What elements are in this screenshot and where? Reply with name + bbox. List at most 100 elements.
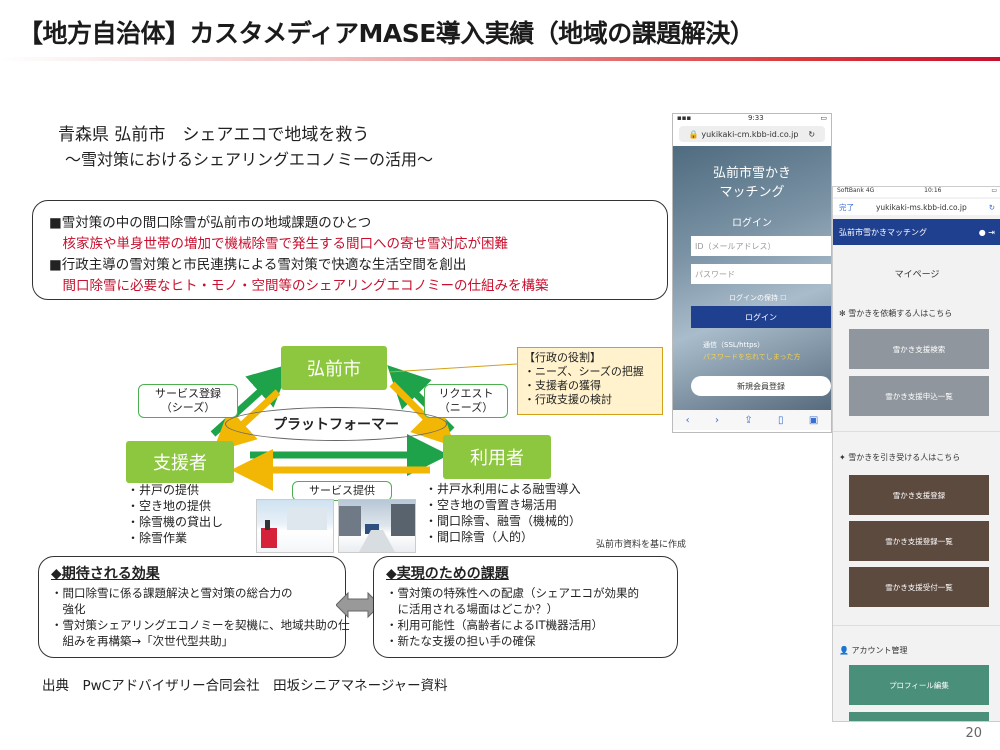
list-item: ・間口除雪（人的） [425,530,534,544]
challenge-line: ・利用可能性（高齢者によるIT機器活用） [386,618,604,632]
profile-edit-button[interactable]: プロフィール編集 [849,665,989,705]
page-title: 【地方自治体】カスタメディアMASE導入実績（地域の課題解決） [18,19,755,48]
back-icon[interactable]: ‹ [685,414,690,426]
phone-mypage-screenshot: SoftBank 4G 10:16 ▭ 完了 yukikaki-ms.kbb-i… [832,186,1000,722]
section-request: ✻ 雪かきを依頼する人はこちら [839,309,953,318]
share-icon[interactable]: ⇪ [744,414,753,426]
admin-role-title: 【行政の役割】 [524,351,601,364]
admin-role-item: ・行政支援の検討 [524,393,612,406]
mypage-heading: マイページ [894,270,940,280]
user-list: ・井戸水利用による融雪導入 ・空き地の雪置き場活用 ・間口除雪、融雪（機械的） … [425,481,581,545]
label-service-provision: サービス提供 [292,481,392,501]
list-item: ・空き地の雪置き場活用 [425,498,558,512]
double-arrow-icon [336,591,380,619]
snow-support-register-button[interactable]: 雪かき支援登録 [849,475,989,515]
reload-icon[interactable]: ↻ [808,129,816,139]
url-bar[interactable]: 🔒 yukikaki-cm.kbb-id.co.jp ↻ [679,126,825,142]
title-underline [0,57,1000,61]
issue-box: ■雪対策の中の間口除雪が弘前市の地域課題のひとつ 核家族や単身世帯の増加で機械除… [32,200,668,300]
challenge-line: ・新たな支援の担い手の確保 [386,634,536,648]
relationship-arrows [210,363,518,491]
app-name: 弘前市雪かき マッチング [712,166,791,200]
challenge-line: に活用される場面はどこか？） [386,602,559,616]
expected-effects-title: ◆期待される効果 [51,566,160,582]
admin-role-item: ・ニーズ、シーズの把握 [524,365,644,378]
lock-icon: 🔒 [688,129,702,139]
tabs-icon[interactable]: ▣ [808,414,819,426]
battery-icon: ▭ [820,114,827,122]
forgot-password-link[interactable]: パスワードを忘れてしまった方 [703,353,801,361]
node-city: 弘前市 [281,346,387,390]
expected-effects-box: ◆期待される効果 ・間口除雪に係る課題解決と雪対策の総合力の 強化 ・雪対策シェ… [38,556,350,658]
effect-line: ・間口除雪に係る課題解決と雪対策の総合力の [51,586,293,600]
browser-toolbar: ‹ › ⇪ ▯ ▣ [673,410,831,430]
supporter-list: ・井戸の提供 ・空き地の提供 ・除雪機の貸出し ・除雪作業 [127,482,223,546]
signal-icon: ▪▪▪ [677,114,692,122]
label-request: リクエスト （ニーズ） [424,384,508,418]
carrier: SoftBank 4G [837,187,875,194]
admin-role-item: ・支援者の獲得 [524,379,601,392]
id-input[interactable]: ID（メールアドレス） [691,236,831,256]
effect-line: ・雪対策シェアリングエコノミーを契機に、地域共助の仕 [51,618,350,632]
snow-support-request-list-button[interactable]: 雪かき支援申込一覧 [849,376,989,416]
login-button[interactable]: ログイン [691,306,831,328]
snow-support-registered-list-button[interactable]: 雪かき支援登録一覧 [849,521,989,561]
logout-icon[interactable]: ⇥ [988,227,995,237]
battery-icon: ▭ [991,187,997,194]
status-time: 9:33 [747,114,764,122]
keep-login-checkbox[interactable]: ログインの保持 ☐ [729,294,787,302]
status-bar: ▪▪▪ 9:33 ▭ [673,114,831,124]
status-bar: SoftBank 4G 10:16 ▭ [833,187,1000,197]
login-heading: ログイン [732,218,772,229]
done-button[interactable]: 完了 [839,202,854,212]
node-user: 利用者 [443,435,551,479]
section-account: 👤 アカウント管理 [839,646,908,655]
challenge-line: ・雪対策の特殊性への配慮（シェアエコが効果的 [386,586,639,600]
list-item: ・井戸水利用による融雪導入 [425,482,581,496]
user-icon[interactable]: ● [978,227,986,237]
next-button-partial[interactable] [849,712,989,721]
gear-icon: ✻ [839,309,846,318]
list-item: ・除雪機の貸出し [127,515,224,529]
platform-ellipse: プラットフォーマー [225,407,447,441]
source-credit: 出典 PwCアドバイザリー合同会社 田坂シニアマネージャー資料 [42,678,448,694]
diagram-source-note: 弘前市資料を基に作成 [596,540,687,550]
app-header: 弘前市雪かきマッチング ● ⇥ [833,219,1000,245]
issue-line: 間口除雪に必要なヒト・モノ・空間等のシェアリングエコノミーの仕組みを構築 [49,278,549,294]
street-photo [338,499,416,553]
node-supporter: 支援者 [126,441,234,483]
status-time: 10:16 [924,187,942,194]
issue-line: 核家族や単身世帯の増加で機械除雪で発生する間口への寄せ雪対応が困難 [49,236,508,252]
snow-support-accept-list-button[interactable]: 雪かき支援受付一覧 [849,567,989,607]
challenges-title: ◆実現のための課題 [386,566,509,582]
url-bar: 完了 yukikaki-ms.kbb-id.co.jp ↻ [833,199,1000,215]
app-title: 弘前市雪かきマッチング [839,227,927,237]
url-text: yukikaki-cm.kbb-id.co.jp [701,129,799,139]
admin-role-box: 【行政の役割】 ・ニーズ、シーズの把握 ・支援者の獲得 ・行政支援の検討 [517,347,663,415]
snow-support-search-button[interactable]: 雪かき支援検索 [849,329,989,369]
effect-line: 強化 [51,602,86,616]
challenges-box: ◆実現のための課題 ・雪対策の特殊性への配慮（シェアエコが効果的 に活用される場… [373,556,678,658]
phone-login-screenshot: ▪▪▪ 9:33 ▭ 🔒 yukikaki-cm.kbb-id.co.jp ↻ … [672,113,832,433]
issue-line: ■行政主導の雪対策と市民連携による雪対策で快適な生活空間を創出 [49,257,467,273]
list-item: ・間口除雪、融雪（機械的） [425,514,582,528]
intro-heading: 青森県 弘前市 シェアエコで地域を救う [58,125,370,145]
page-number: 20 [965,726,982,741]
bookmarks-icon[interactable]: ▯ [778,414,784,426]
snowplow-photo [256,499,334,553]
reload-icon[interactable]: ↻ [988,202,995,212]
person-icon: 👤 [839,646,849,655]
register-button[interactable]: 新規会員登録 [691,376,831,396]
handshake-icon: ✦ [839,453,846,462]
list-item: ・井戸の提供 [127,483,200,497]
url-text: yukikaki-ms.kbb-id.co.jp [875,202,967,212]
intro-subheading: ～雪対策におけるシェアリングエコノミーの活用～ [65,150,434,169]
section-accept: ✦ 雪かきを引き受ける人はこちら [839,453,961,462]
password-input[interactable]: パスワード [691,264,831,284]
ssl-note: 通信（SSL/https） [703,341,765,349]
issue-line: ■雪対策の中の間口除雪が弘前市の地域課題のひとつ [49,215,372,231]
forward-icon[interactable]: › [714,414,719,426]
list-item: ・除雪作業 [127,531,188,545]
label-service-registration: サービス登録 （シーズ） [138,384,238,418]
list-item: ・空き地の提供 [127,499,212,513]
